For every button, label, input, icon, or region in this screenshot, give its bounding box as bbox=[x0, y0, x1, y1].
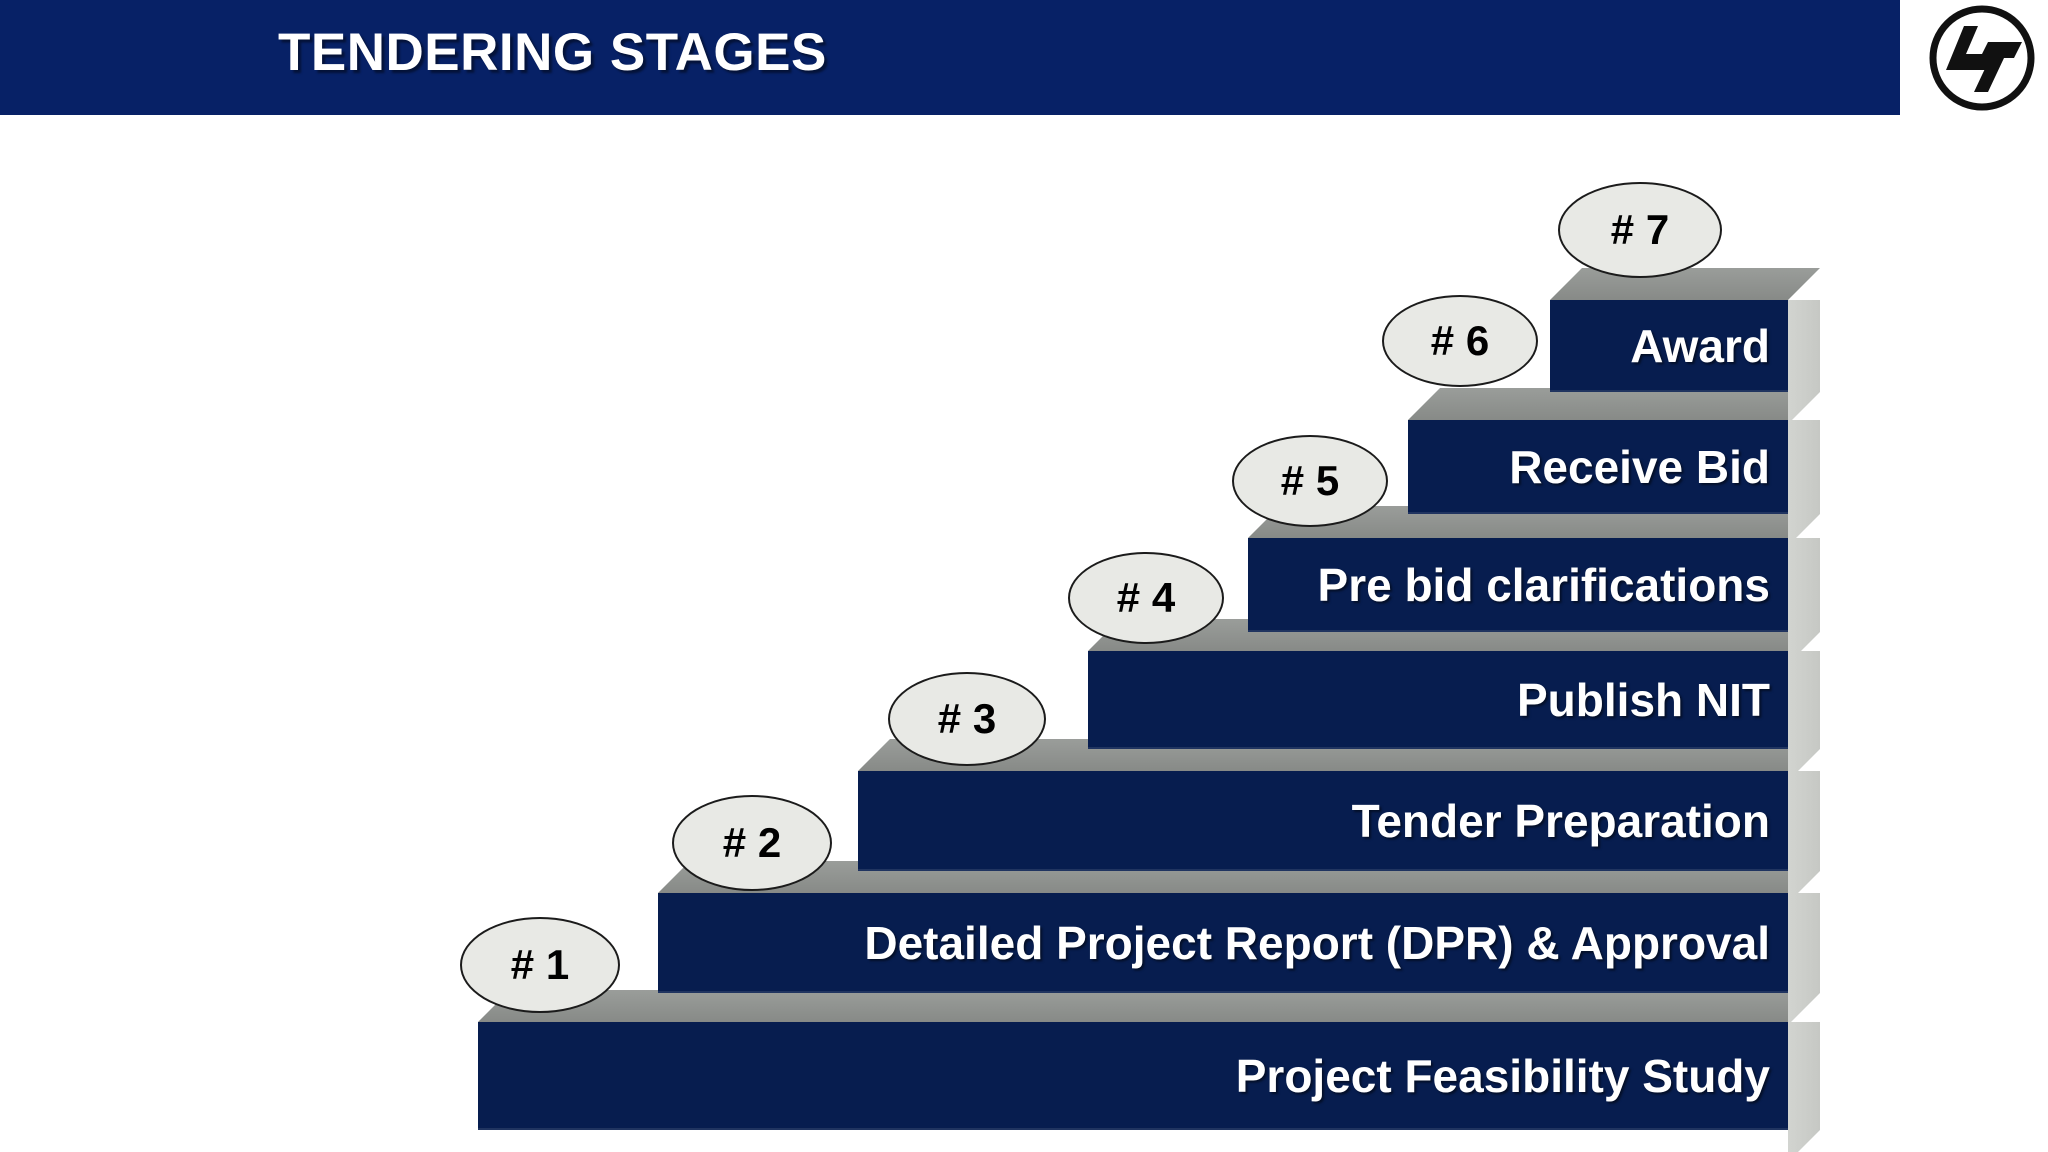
page-title: TENDERING STAGES bbox=[278, 23, 827, 82]
step-label: Pre bid clarifications bbox=[1317, 559, 1770, 611]
step-front-face: Tender Preparation bbox=[858, 771, 1788, 871]
step-side-face bbox=[1788, 1022, 1820, 1152]
step-label: Detailed Project Report (DPR) & Approval bbox=[864, 917, 1770, 969]
stage-number-badge-5[interactable]: # 5 bbox=[1232, 435, 1388, 527]
header-bar: TENDERING STAGES bbox=[0, 0, 1900, 115]
step-front-face: Project Feasibility Study bbox=[478, 1022, 1788, 1130]
step-label: Project Feasibility Study bbox=[1235, 1050, 1770, 1102]
lt-logo bbox=[1922, 2, 2042, 114]
stage-number-badge-1[interactable]: # 1 bbox=[460, 917, 620, 1013]
step-top-face bbox=[478, 990, 1820, 1022]
step-front-face: Publish NIT bbox=[1088, 651, 1788, 749]
lt-logo-icon bbox=[1929, 5, 2035, 111]
step-front-face: Pre bid clarifications bbox=[1248, 538, 1788, 632]
step-front-face: Detailed Project Report (DPR) & Approval bbox=[658, 893, 1788, 993]
stage-number-badge-6[interactable]: # 6 bbox=[1382, 295, 1538, 387]
stage-number-badge-7[interactable]: # 7 bbox=[1558, 182, 1722, 278]
stage-step-stage-1[interactable]: Detailed Project Report (DPR) & Approval bbox=[658, 861, 1820, 993]
stage-step-stage-5[interactable]: Receive Bid bbox=[1408, 388, 1820, 514]
step-label: Publish NIT bbox=[1517, 674, 1770, 726]
stage-step-stage-3[interactable]: Publish NIT bbox=[1088, 619, 1820, 749]
step-label: Tender Preparation bbox=[1351, 795, 1770, 847]
step-label: Receive Bid bbox=[1509, 441, 1770, 493]
stage-number-badge-3[interactable]: # 3 bbox=[888, 672, 1046, 766]
step-front-face: Receive Bid bbox=[1408, 420, 1788, 514]
stage-step-stage-6[interactable]: Award bbox=[1550, 268, 1820, 392]
stage-step-project-feasibility-study[interactable]: Project Feasibility Study bbox=[478, 990, 1820, 1130]
stage-number-badge-2[interactable]: # 2 bbox=[672, 795, 832, 891]
step-top-face bbox=[1550, 268, 1820, 300]
step-front-face: Award bbox=[1550, 300, 1788, 392]
step-label: Award bbox=[1630, 320, 1770, 372]
stage-step-stage-4[interactable]: Pre bid clarifications bbox=[1248, 506, 1820, 632]
stage-number-badge-4[interactable]: # 4 bbox=[1068, 552, 1224, 644]
step-top-face bbox=[1408, 388, 1820, 420]
